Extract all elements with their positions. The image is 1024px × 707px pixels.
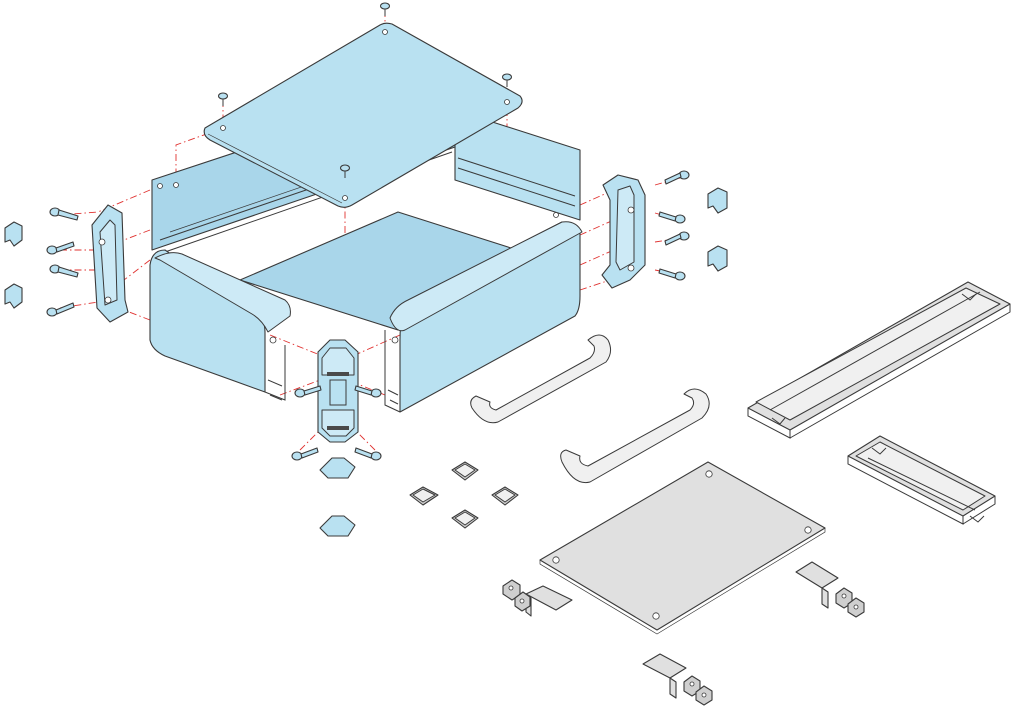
screw: [217, 92, 229, 106]
bracket: [795, 561, 865, 618]
screw: [501, 73, 513, 87]
clip: [4, 283, 23, 309]
carry-handles: [470, 334, 710, 484]
screw: [658, 211, 686, 224]
handle: [560, 388, 710, 484]
end-panel-left: [91, 204, 129, 323]
clip: [4, 221, 23, 247]
clip: [707, 187, 728, 214]
screw: [294, 385, 322, 398]
rubber-pad: [451, 509, 479, 529]
end-panel-right: [601, 174, 646, 289]
rubber-pad: [409, 486, 439, 506]
screw: [664, 170, 690, 185]
left-clips: [4, 221, 23, 309]
screw: [658, 268, 686, 281]
bracket: [642, 653, 713, 706]
din-rail-short: [847, 435, 996, 525]
din-rails: [747, 281, 1011, 525]
left-screws: [46, 207, 79, 317]
right-screws: [658, 170, 690, 281]
screw: [354, 385, 382, 398]
screw: [291, 447, 319, 461]
front-foot-block: [317, 339, 359, 443]
rubber-pads: [409, 461, 519, 529]
handle: [470, 334, 612, 424]
clip: [707, 245, 728, 272]
din-rail-long: [747, 281, 1011, 439]
screw: [49, 207, 79, 221]
screw: [354, 447, 382, 461]
foot-screws: [291, 385, 382, 461]
top-screws: [217, 2, 513, 178]
screw: [46, 302, 75, 317]
foot: [319, 457, 356, 479]
right-clips: [707, 187, 728, 272]
bracket: [502, 579, 573, 617]
feet: [319, 457, 356, 537]
rubber-pad: [491, 486, 519, 506]
mounting-plate: [539, 461, 826, 635]
top-cover-panel: [203, 22, 523, 208]
screw: [664, 231, 690, 246]
rubber-pad: [451, 461, 479, 481]
mounting-brackets: [502, 561, 865, 706]
screw: [379, 2, 391, 16]
screw: [46, 241, 75, 255]
foot: [319, 515, 356, 537]
screw: [49, 264, 79, 278]
screw: [339, 164, 351, 178]
